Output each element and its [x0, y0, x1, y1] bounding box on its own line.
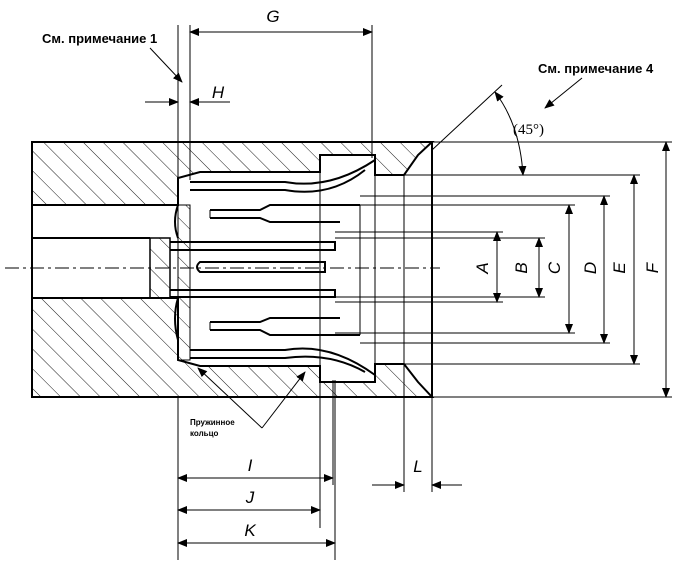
dim-label-e: E [610, 262, 629, 274]
note-4-label: См. примечание 4 [538, 61, 654, 76]
inner-contact [170, 159, 376, 376]
top-dimensions [145, 25, 373, 180]
note1-leader [149, 47, 183, 83]
dim-label-g: G [266, 7, 279, 26]
dim-label-a: A [473, 262, 492, 274]
note-1-label: См. примечание 1 [42, 31, 157, 46]
spring-ring-leaders [197, 367, 306, 429]
note4-leader [431, 77, 583, 176]
dim-label-l: L [413, 457, 422, 476]
vertical-dimensions [493, 141, 670, 398]
dim-label-k: K [244, 521, 256, 540]
bottom-dimensions [177, 364, 462, 560]
dim-label-j: J [245, 488, 255, 507]
dim-label-d: D [581, 262, 600, 274]
dim-label-h: H [212, 83, 225, 102]
dim-label-f: F [643, 261, 662, 273]
dim-label-c: C [545, 261, 564, 274]
spring-ring-label-line2: кольцо [190, 429, 219, 438]
spring-ring-label-line1: Пружинное [190, 418, 235, 427]
dim-label-b: B [512, 262, 531, 273]
dim-label-i: I [248, 456, 253, 475]
angle-label: (45°) [513, 122, 544, 138]
extension-lines-right [335, 141, 672, 398]
